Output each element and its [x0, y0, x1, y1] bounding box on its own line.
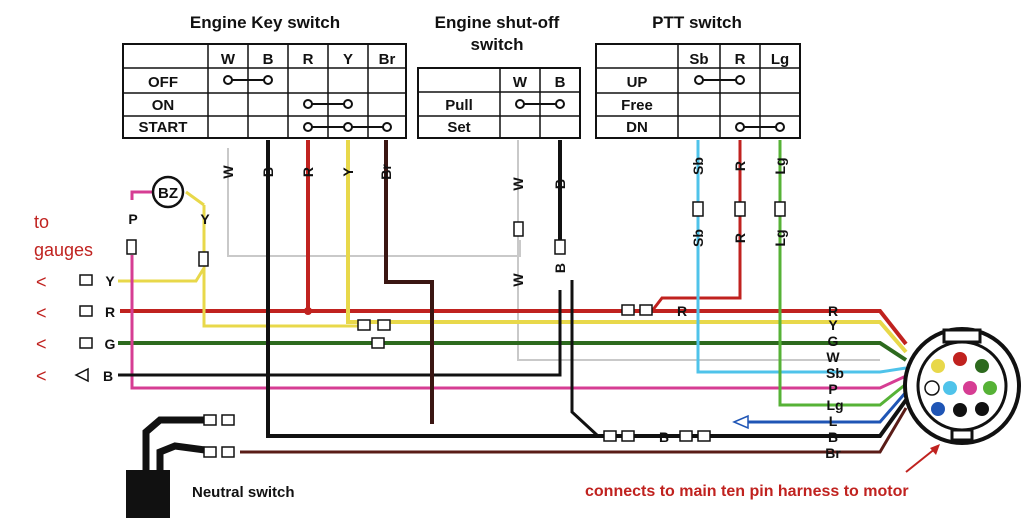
- shutoff-wire-label-b: B: [552, 179, 568, 189]
- wire-gauge-b: [118, 290, 562, 377]
- key-switch-title: Engine Key switch: [190, 13, 340, 32]
- buzzer-label: BZ: [158, 185, 178, 202]
- conn-label-w: W: [826, 349, 840, 365]
- buzzer: [151, 175, 185, 209]
- to-gauges-line2: gauges: [34, 240, 93, 260]
- shutoff-row-pull: Pull: [445, 97, 473, 114]
- conn-label-y: Y: [828, 317, 838, 333]
- wire-shutoff-w: [517, 140, 880, 361]
- ptt-wire-label-lg: Lg: [772, 157, 788, 174]
- gauge-wire-r: R: [105, 304, 115, 320]
- wire-pink: [130, 255, 907, 390]
- gauge-wire-g: G: [105, 336, 116, 352]
- shutoff-lower-label-b: B: [552, 263, 568, 273]
- wire-lg: [778, 140, 907, 407]
- harness-note: connects to main ten pin harness to moto…: [585, 483, 909, 500]
- shutoff-col-b: B: [555, 74, 566, 91]
- wire-key-b: [266, 140, 908, 438]
- ptt-lower-label-r: R: [732, 233, 748, 243]
- conn-label-r: R: [828, 303, 838, 319]
- wire-key-w: [227, 148, 521, 257]
- key-wire-label-b: B: [260, 167, 276, 177]
- ptt-row-dn: DN: [626, 119, 648, 136]
- neutral-switch-body: [126, 470, 170, 518]
- key-row-off: OFF: [148, 74, 178, 91]
- pin-lg: [983, 381, 997, 395]
- wire-br: [384, 140, 434, 424]
- ptt-col-r: R: [735, 51, 746, 68]
- key-switch-table: [122, 43, 407, 139]
- ptt-switch-table: [595, 43, 801, 139]
- pin-w: [924, 380, 940, 396]
- pin-y: [931, 359, 945, 373]
- pin-r: [953, 352, 967, 366]
- shutoff-lower-label-w: W: [510, 273, 526, 287]
- ptt-red-join-label: R: [677, 303, 687, 319]
- key-wire-label-w: W: [220, 165, 236, 179]
- conn-label-sb: Sb: [826, 365, 844, 381]
- key-col-b: B: [263, 51, 274, 68]
- pin-br: [975, 402, 989, 416]
- ptt-title: PTT switch: [652, 13, 742, 32]
- b-line-label: B: [659, 429, 669, 445]
- conn-label-b: B: [828, 429, 838, 445]
- wire-key-y: [346, 140, 908, 354]
- wire-l: [740, 391, 908, 424]
- gauge-arrow-4: <: [36, 366, 47, 386]
- buzzer-wire-p: P: [128, 211, 137, 227]
- pin-g: [975, 359, 989, 373]
- conn-label-p: P: [828, 381, 837, 397]
- gauge-wire-y: Y: [105, 273, 115, 289]
- pin-b: [953, 403, 967, 417]
- wire-gauge-y: [118, 262, 360, 328]
- pin-p: [963, 381, 977, 395]
- gauge-arrow-2: <: [36, 303, 47, 323]
- gauge-wire-b: B: [103, 368, 113, 384]
- key-wire-label-r: R: [300, 167, 316, 177]
- ptt-lower-label-sb: Sb: [690, 229, 706, 247]
- ten-pin-connector: [903, 327, 1021, 445]
- key-wire-label-br: Br: [378, 164, 394, 180]
- key-col-br: Br: [379, 51, 396, 68]
- key-col-r: R: [303, 51, 314, 68]
- shutoff-row-set: Set: [447, 119, 470, 136]
- shutoff-title-1: Engine shut-off: [435, 13, 560, 32]
- conn-label-l: L: [829, 413, 838, 429]
- ptt-col-lg: Lg: [771, 51, 789, 68]
- wire-sb: [696, 140, 907, 374]
- shutoff-title-2: switch: [471, 35, 524, 54]
- ptt-wire-label-sb: Sb: [690, 157, 706, 175]
- ptt-row-free: Free: [621, 97, 653, 114]
- key-col-y: Y: [343, 51, 353, 68]
- to-gauges-line1: to: [34, 212, 49, 232]
- neutral-switch-label: Neutral switch: [192, 484, 295, 501]
- shutoff-col-w: W: [513, 74, 528, 91]
- key-row-on: ON: [152, 97, 175, 114]
- wire-ptt-r: [650, 140, 742, 312]
- wire-green: [118, 341, 908, 362]
- conn-label-lg: Lg: [826, 397, 843, 413]
- gauge-arrow-1: <: [36, 272, 47, 292]
- conn-label-g: G: [828, 333, 839, 349]
- gauge-arrow-3: <: [36, 334, 47, 354]
- buzzer-wire-y: Y: [200, 211, 210, 227]
- ptt-wire-label-r: R: [732, 161, 748, 171]
- pin-sb: [943, 381, 957, 395]
- wire-neutral-b: [142, 416, 205, 470]
- ptt-row-up: UP: [627, 74, 648, 91]
- ptt-col-sb: Sb: [689, 51, 708, 68]
- key-row-start: START: [139, 119, 188, 136]
- pin-l: [931, 402, 945, 416]
- shutoff-wire-label-w: W: [510, 177, 526, 191]
- shutoff-switch-table: [417, 67, 581, 139]
- conn-label-br: Br: [825, 445, 841, 461]
- key-wire-label-y: Y: [340, 167, 356, 177]
- ptt-lower-label-lg: Lg: [772, 229, 788, 246]
- wire-red-main: [120, 309, 908, 346]
- key-col-w: W: [221, 51, 236, 68]
